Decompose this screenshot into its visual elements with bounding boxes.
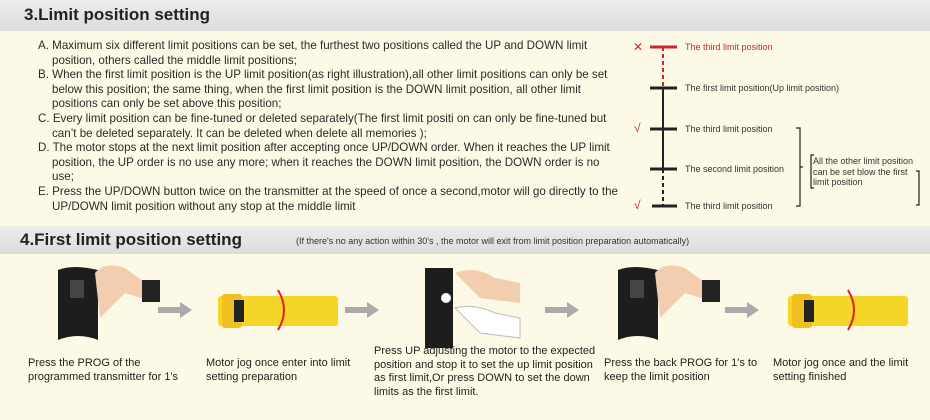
step-2-caption: Motor jog once enter into limit setting … (206, 357, 351, 383)
transmitter-prog-illustration (58, 265, 160, 340)
rule-a: A. Maximum six different limit positions… (38, 39, 588, 67)
transmitter-back-prog-illustration (618, 265, 720, 340)
cross-icon: ✕ (633, 40, 644, 54)
arrow-icon (158, 302, 192, 318)
timeout-note: (If there's no any action within 30's , … (296, 236, 690, 246)
section4-header: 4.First limit position setting (If there… (0, 226, 930, 254)
section3-title: 3.Limit position setting (24, 5, 211, 24)
arrow-icon (725, 302, 759, 318)
motor-illustration (218, 289, 338, 331)
limit-diagram: ✕ √ √ The third limit position The first… (620, 30, 930, 220)
limit-axis (650, 45, 920, 208)
label-third: The third limit position (685, 124, 773, 134)
step-4-caption: Press the back PROG for 1's to keep the … (604, 357, 758, 383)
transmitter-updown-illustration (425, 268, 521, 348)
label-third-bottom: The third limit position (685, 201, 773, 211)
step-5-caption: Motor jog once and the limit setting fin… (773, 357, 909, 383)
arrow-icon (545, 302, 579, 318)
diagram-note: All the other limit position can be set … (813, 156, 914, 187)
label-invalid-third: The third limit position (685, 42, 773, 52)
step-3-caption: Press UP adjusting the motor to the expe… (374, 345, 596, 398)
rule-d: D. The motor stops at the next limit pos… (38, 141, 610, 184)
label-first: The first limit position(Up limit positi… (685, 83, 840, 93)
label-second: The second limit position (685, 164, 785, 174)
step-illustrations (58, 265, 908, 348)
section3-header: 3.Limit position setting (0, 0, 930, 31)
section4-title: 4.First limit position setting (20, 230, 242, 249)
rule-c: C. Every limit position can be fine-tune… (38, 111, 607, 140)
limit-rules: A. Maximum six different limit positions… (38, 39, 618, 214)
check-icon: √ (634, 121, 641, 135)
rule-b: B. When the first limit position is the … (38, 68, 608, 111)
rule-e: E. Press the UP/DOWN button twice on the… (38, 184, 618, 213)
check-icon: √ (634, 198, 641, 212)
motor-illustration (788, 289, 908, 331)
arrow-icon (345, 302, 379, 318)
step-1-caption: Press the PROG of the programmed transmi… (28, 357, 179, 383)
